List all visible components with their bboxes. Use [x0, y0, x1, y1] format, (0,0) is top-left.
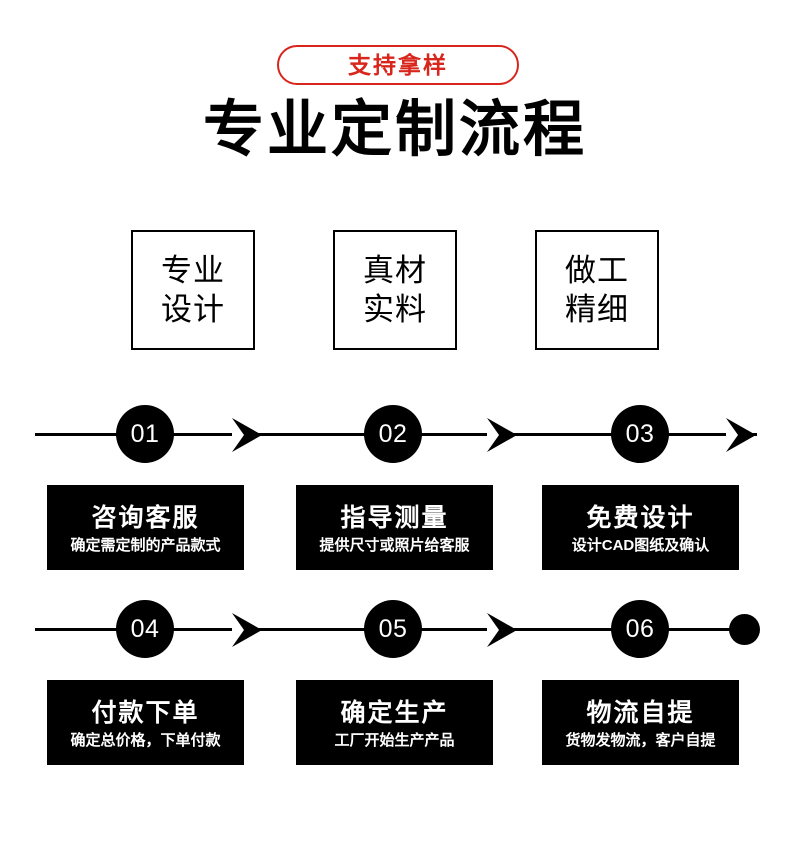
feature-box-1-line1: 专业 [161, 252, 225, 288]
step-card-3-title: 免费设计 [586, 503, 695, 532]
timeline-row-2: 04 05 06 付款下单 确定总价格，下单付款 确定生产 工厂开始生产产品 物… [0, 595, 790, 765]
step-node-05: 05 [364, 600, 422, 658]
feature-boxes: 专业 设计 真材 实料 做工 精细 [0, 230, 790, 352]
step-node-01-number: 01 [130, 419, 160, 448]
step-node-06-number: 06 [625, 614, 655, 643]
step-card-4: 付款下单 确定总价格，下单付款 [47, 680, 244, 765]
feature-box-2-line1: 真材 [363, 252, 427, 288]
feature-box-1-line2: 设计 [161, 292, 225, 327]
feature-box-2-line2: 实料 [363, 292, 427, 327]
feature-box-2: 真材 实料 [333, 230, 457, 350]
arrow-notch-icon [232, 418, 244, 452]
step-card-5-subtitle: 工厂开始生产产品 [334, 731, 455, 749]
step-node-01: 01 [116, 405, 174, 463]
step-card-1-subtitle: 确定需定制的产品款式 [70, 536, 221, 554]
arrow-notch-icon [487, 418, 499, 452]
step-node-03-number: 03 [625, 419, 655, 448]
arrow-notch-icon [232, 613, 244, 647]
header-section: 支持拿样 专业定制流程 [0, 0, 790, 200]
step-node-02: 02 [364, 405, 422, 463]
step-card-2: 指导测量 提供尺寸或照片给客服 [296, 485, 493, 570]
timeline-end-dot-icon [729, 614, 760, 645]
step-card-5: 确定生产 工厂开始生产产品 [296, 680, 493, 765]
step-node-02-number: 02 [378, 419, 408, 448]
step-card-2-subtitle: 提供尺寸或照片给客服 [319, 536, 470, 554]
arrow-notch-icon [487, 613, 499, 647]
step-card-6-title: 物流自提 [586, 698, 695, 727]
step-card-2-title: 指导测量 [340, 503, 449, 532]
feature-box-3-line2: 精细 [565, 292, 629, 327]
step-node-05-number: 05 [378, 614, 408, 643]
step-card-6-subtitle: 货物发物流，客户自提 [565, 731, 716, 749]
step-node-04: 04 [116, 600, 174, 658]
feature-box-3-line1: 做工 [565, 252, 629, 288]
step-card-1: 咨询客服 确定需定制的产品款式 [47, 485, 244, 570]
step-node-06: 06 [611, 600, 669, 658]
arrow-notch-icon [726, 418, 738, 452]
step-card-6: 物流自提 货物发物流，客户自提 [542, 680, 739, 765]
step-card-3-subtitle: 设计CAD图纸及确认 [571, 536, 710, 554]
step-card-3: 免费设计 设计CAD图纸及确认 [542, 485, 739, 570]
step-node-03: 03 [611, 405, 669, 463]
step-card-1-title: 咨询客服 [91, 503, 200, 532]
support-sample-badge: 支持拿样 [277, 45, 519, 85]
step-card-4-subtitle: 确定总价格，下单付款 [70, 731, 221, 749]
timeline-row-1: 01 02 03 咨询客服 确定需定制的产品款式 指导测量 提供尺寸或照片给客服… [0, 400, 790, 570]
page-title: 专业定制流程 [202, 95, 587, 163]
step-node-04-number: 04 [130, 614, 160, 643]
step-card-5-title: 确定生产 [340, 698, 449, 727]
feature-box-3: 做工 精细 [535, 230, 659, 350]
step-card-4-title: 付款下单 [91, 698, 200, 727]
feature-box-1: 专业 设计 [131, 230, 255, 350]
badge-label: 支持拿样 [348, 51, 448, 78]
